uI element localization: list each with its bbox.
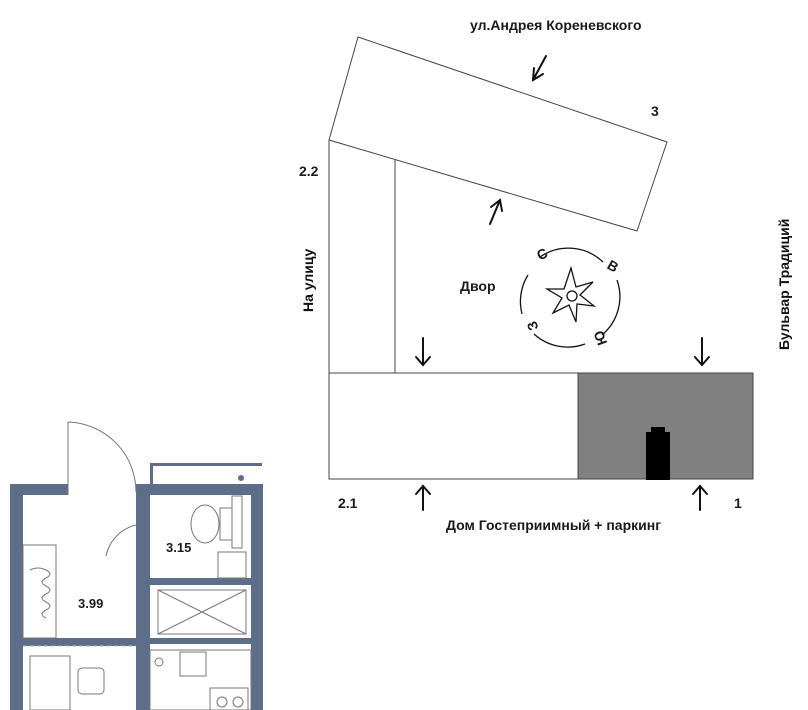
section-label-1: 1 (734, 495, 742, 511)
arrow-icon (415, 337, 431, 367)
arrow-icon (531, 55, 547, 82)
yard-label: Двор (460, 278, 496, 294)
arrow-icon (694, 337, 710, 367)
compass-icon (519, 247, 621, 348)
street-label-top: ул.Андрея Кореневского (470, 17, 642, 33)
room-area-main: 3.99 (78, 596, 104, 611)
bottom-street-label: Дом Гостеприимный + паркинг (446, 517, 662, 533)
street-label-right: Бульвар Традиций (776, 218, 792, 350)
street-label-left: На улицу (300, 248, 316, 312)
building-2-1 (328, 372, 579, 480)
arrow-icon (415, 484, 431, 511)
entrance-marker (646, 432, 670, 480)
building-3 (328, 36, 668, 232)
floor-plan (10, 421, 263, 710)
section-label-3: 3 (651, 103, 659, 119)
arrow-icon (489, 198, 503, 225)
building-2-2 (328, 140, 396, 374)
arrow-icon (692, 484, 708, 511)
room-area-bath: 3.15 (166, 540, 192, 555)
section-label-2-2: 2.2 (299, 163, 319, 179)
section-label-2-1: 2.1 (338, 495, 358, 511)
